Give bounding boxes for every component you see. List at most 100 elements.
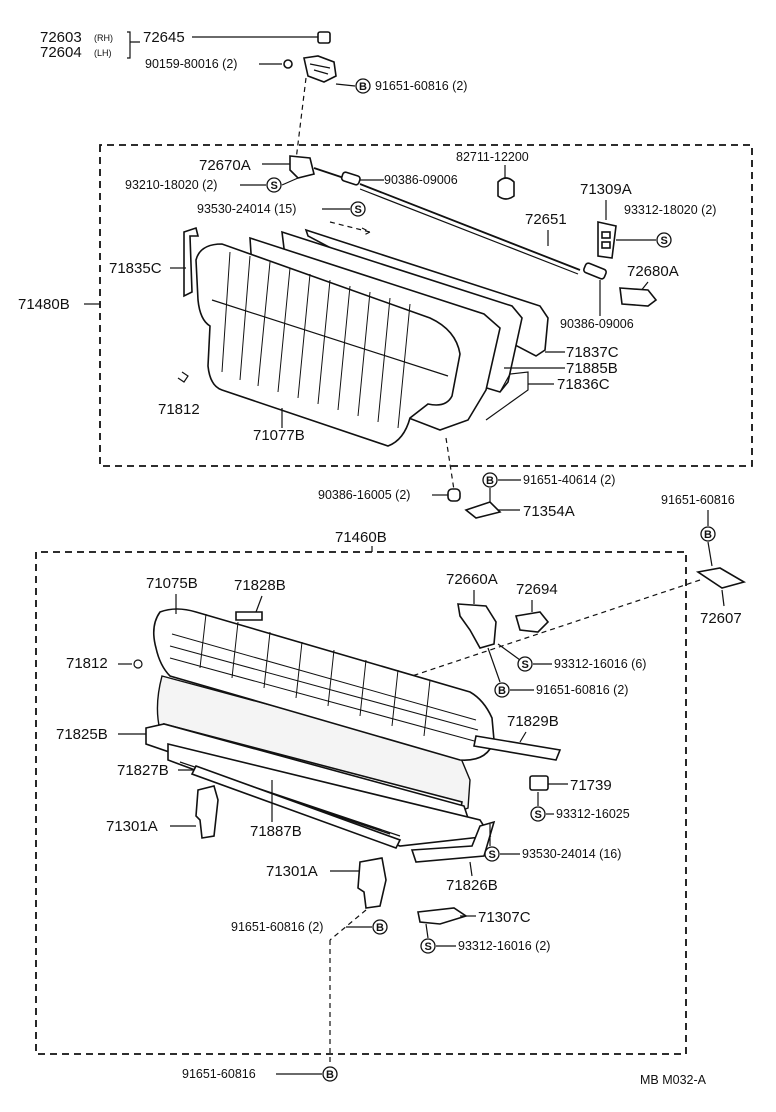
screw-symbol-letter-e: S	[535, 809, 542, 821]
part-number-72604: 72604	[40, 44, 82, 61]
part-number-72694: 72694	[516, 581, 558, 598]
latch-72680a	[619, 287, 658, 307]
cushion-pad-lower	[156, 675, 471, 813]
upper-seatback-group: 71480B 72670A 93210-18020 (2) S 90386-09…	[18, 144, 753, 491]
hinge-72603	[303, 55, 337, 83]
strip-71827b	[190, 765, 402, 849]
bracket-71307c	[417, 907, 468, 925]
part-number-71885b: 71885B	[566, 360, 618, 377]
part-number-91651a: 91651-60816 (2)	[375, 79, 467, 93]
group-number-71480b: 71480B	[18, 296, 70, 313]
seat-stitching-vertical	[199, 613, 431, 737]
lower-seat-group: 71460B 71075B 71828B 72660A 72694 S 9331…	[35, 529, 687, 1066]
part-number-71301a-2: 71301A	[266, 863, 318, 880]
bracket-71826b	[410, 820, 496, 863]
leader-93210b	[281, 177, 299, 186]
leader-71828b	[255, 595, 263, 613]
hook-72660a	[457, 603, 497, 649]
bracket-71354a	[464, 501, 502, 519]
leader-93312d-v	[425, 923, 429, 939]
hinge-header-group: 72603 (RH) 72604 (LH) 72645 90159-80016 …	[40, 29, 467, 161]
screw-symbol-b	[350, 201, 366, 217]
seat-stitching	[169, 633, 479, 743]
bracket-72607	[695, 567, 747, 589]
part-number-71835c: 71835C	[109, 260, 162, 277]
bolt-symbol-c	[700, 526, 716, 542]
rh-note: (RH)	[94, 33, 113, 43]
bolt-symbol-a	[355, 78, 371, 94]
direction-arrow	[329, 221, 372, 237]
bolt-symbol-letter-b: B	[486, 475, 494, 487]
strip-71829b	[473, 735, 562, 761]
screw-symbol-a	[266, 177, 282, 193]
leader-72607	[721, 589, 725, 607]
lock-72670a	[289, 155, 315, 179]
part-number-91651c: 91651-60816	[661, 493, 735, 507]
clamp-82711	[497, 177, 515, 200]
seatback-cushion-71077b	[195, 243, 461, 447]
rod-72651	[359, 183, 581, 271]
bolt-symbol-letter-a: B	[359, 81, 367, 93]
hinge-dash-line	[295, 77, 307, 161]
screw-symbol-letter-g: S	[425, 941, 432, 953]
part-number-91651f: 91651-60816	[182, 1067, 256, 1081]
part-number-90386b: 90386-09006	[560, 317, 634, 331]
bolt-symbol-letter-c: B	[704, 529, 712, 541]
screw-symbol-e	[530, 806, 546, 822]
lower-dash-line	[445, 437, 455, 491]
seat-cushion-71075b	[152, 608, 495, 761]
seatback-seam	[211, 299, 449, 377]
leader-93312b-diag	[497, 643, 521, 661]
part-number-71825b: 71825B	[56, 726, 108, 743]
part-number-90386c: 90386-16005 (2)	[318, 488, 410, 502]
part-number-72651: 72651	[525, 211, 567, 228]
rod-72651-shadow	[359, 188, 579, 275]
part-number-71301a-1: 71301A	[106, 818, 158, 835]
group-box-71480b	[99, 144, 753, 467]
part-number-91651d: 91651-60816 (2)	[536, 683, 628, 697]
pan-71887b	[167, 742, 492, 847]
screw-symbol-g	[420, 938, 436, 954]
bolt-90159	[283, 59, 293, 69]
part-number-72670a: 72670A	[199, 157, 251, 174]
part-number-71077b: 71077B	[253, 427, 305, 444]
part-number-71827b: 71827B	[117, 762, 169, 779]
part-number-93312b: 93312-16016 (6)	[554, 657, 646, 671]
part-number-72680a: 72680A	[627, 263, 679, 280]
diagram-code: MB M032-A	[640, 1073, 707, 1087]
frame-71836c	[485, 371, 529, 421]
screw-symbol-letter-d: S	[522, 659, 529, 671]
handle-slot-b	[601, 241, 611, 249]
clip-71812a	[177, 371, 189, 383]
part-number-71739: 71739	[570, 777, 612, 794]
bolt-symbol-f	[322, 1066, 338, 1082]
connector-parts: 90386-16005 (2) B 91651-40614 (2) 71354A…	[318, 472, 747, 681]
bracket-71301a-2	[357, 857, 387, 909]
bolt-symbol-b	[482, 472, 498, 488]
hinge-72603-detail	[309, 63, 331, 75]
part-number-72607: 72607	[700, 610, 742, 627]
seatback-stitching	[221, 251, 411, 429]
part-number-93312a: 93312-18020 (2)	[624, 203, 716, 217]
part-number-90386a: 90386-09006	[384, 173, 458, 187]
part-number-91651e: 91651-60816 (2)	[231, 920, 323, 934]
bracket-dash-line	[399, 579, 701, 681]
bushing-90386c	[447, 488, 461, 502]
part-number-71829b: 71829B	[507, 713, 559, 730]
screw-symbol-f	[484, 846, 500, 862]
part-number-72645: 72645	[143, 29, 185, 46]
group-number-71460b: 71460B	[335, 529, 387, 546]
part-number-71837c: 71837C	[566, 344, 619, 361]
lock-72694	[514, 611, 550, 633]
lh-note: (LH)	[94, 48, 112, 58]
part-number-71075b: 71075B	[146, 575, 198, 592]
part-number-71354a: 71354A	[523, 503, 575, 520]
part-number-93210: 93210-18020 (2)	[125, 178, 217, 192]
leader-71829b	[519, 731, 527, 743]
strip-71828b	[235, 611, 263, 621]
bushing-90386b	[583, 262, 607, 280]
leader-91651c-down	[707, 541, 713, 567]
part-number-71836c: 71836C	[557, 376, 610, 393]
part-number-82711: 82711-12200	[456, 150, 529, 164]
stopper-71739	[529, 775, 549, 791]
